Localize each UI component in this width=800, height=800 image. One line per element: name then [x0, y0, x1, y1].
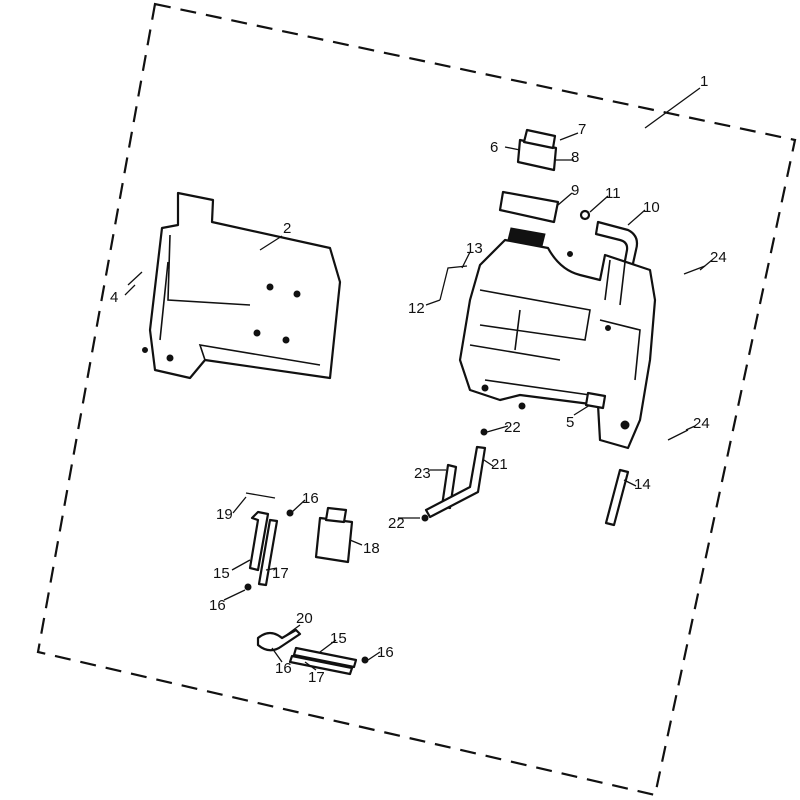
callout-label-17: 17 [308, 669, 325, 686]
clamp-part-16 [244, 583, 252, 591]
fuel-hose-part-21 [424, 445, 487, 519]
hose-part-15 [248, 510, 270, 572]
callout-label-22: 22 [504, 419, 521, 436]
callout-label-7: 7 [578, 121, 586, 138]
hose-part-17 [257, 518, 279, 587]
callout-label-5: 5 [566, 414, 574, 431]
valve-part-20 [256, 628, 302, 652]
callout-label-17: 17 [272, 565, 289, 582]
callout-label-2: 2 [283, 220, 291, 237]
callout-label-24: 24 [693, 415, 710, 432]
callout-label-1: 1 [700, 73, 708, 90]
screw-part-4 [127, 271, 143, 286]
leader-lines [124, 87, 713, 671]
bolt-part-14 [604, 468, 630, 527]
callout-label-13: 13 [466, 240, 483, 257]
callout-label-16: 16 [302, 490, 319, 507]
cover-plate-part-2 [142, 191, 342, 380]
callout-label-20: 20 [296, 610, 313, 627]
callout-label-10: 10 [643, 199, 660, 216]
bracket-part-12 [439, 265, 468, 301]
callout-label-24: 24 [710, 249, 727, 266]
callout-label-22: 22 [388, 515, 405, 532]
clamp-part-22-lower [421, 514, 429, 522]
assembly-boundary [36, 2, 797, 797]
callout-label-16: 16 [209, 597, 226, 614]
callout-label-19: 19 [216, 506, 233, 523]
clamp-part-22-upper [480, 428, 488, 436]
bolt-part-24-lower [667, 429, 689, 441]
hose-part-15-lower [292, 646, 358, 669]
fuel-filter-part-18 [314, 506, 354, 564]
callout-label-18: 18 [363, 540, 380, 557]
callout-label-6: 6 [490, 139, 498, 156]
callout-label-11: 11 [605, 185, 621, 202]
callout-label-4: 4 [110, 289, 118, 306]
fuel-tank [458, 227, 657, 450]
callout-label-8: 8 [571, 149, 579, 166]
callout-label-9: 9 [571, 182, 579, 199]
callout-label-21: 21 [491, 456, 508, 473]
callout-label-12: 12 [408, 300, 425, 317]
fastener [518, 402, 526, 410]
bracket-part-5 [584, 391, 607, 410]
filter-part-9 [498, 190, 560, 224]
bolt-part-24-upper [683, 265, 706, 275]
fuel-cap-part-6 [516, 128, 558, 172]
hose-part-19 [245, 492, 276, 499]
clamp-part-16 [286, 509, 294, 517]
hose-part-23 [440, 463, 458, 510]
clamp-part-16 [361, 656, 369, 664]
callout-label-16: 16 [377, 644, 394, 661]
grommet-part-11 [579, 209, 591, 221]
callout-label-16: 16 [275, 660, 292, 677]
callout-label-14: 14 [634, 476, 651, 493]
hose-part-17-lower [288, 654, 354, 676]
callout-label-15: 15 [213, 565, 230, 582]
callout-label-15: 15 [330, 630, 347, 647]
callout-label-23: 23 [414, 465, 431, 482]
